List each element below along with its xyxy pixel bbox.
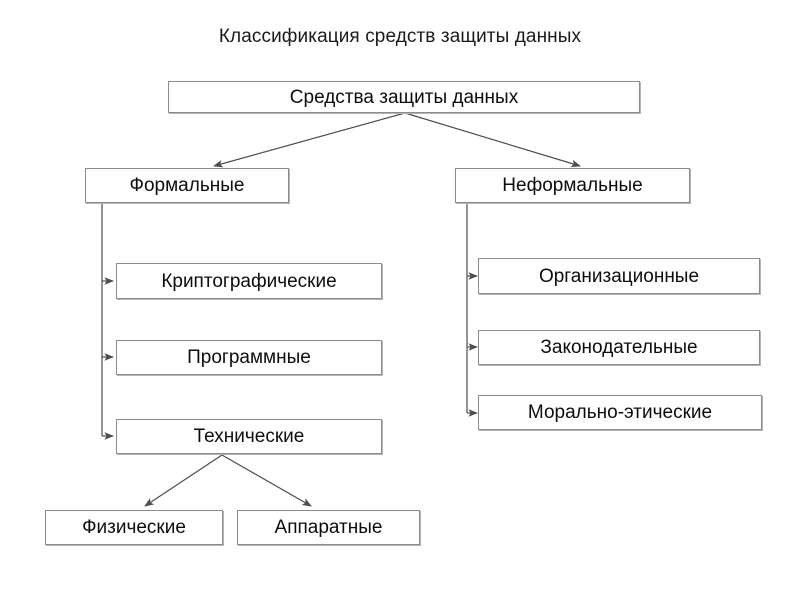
link-technical-to-physical xyxy=(144,454,223,507)
node-formal-label: Формальные xyxy=(129,175,245,196)
node-moral-ethical-label: Морально-этические xyxy=(527,402,713,423)
node-software[interactable]: Программные xyxy=(116,340,382,375)
link-root-to-formal xyxy=(213,112,406,168)
node-software-label: Программные xyxy=(187,347,311,368)
link-root-to-informal xyxy=(404,112,581,168)
node-organizational[interactable]: Организационные xyxy=(478,258,760,294)
node-technical[interactable]: Технические xyxy=(116,419,382,454)
node-technical-label: Технические xyxy=(193,426,305,447)
node-cryptographic-label: Криптографические xyxy=(161,270,337,292)
node-legislative-label: Законодательные xyxy=(540,337,698,358)
node-hardware-label: Аппаратные xyxy=(274,517,383,538)
node-cryptographic[interactable]: Криптографические xyxy=(116,263,382,299)
node-organizational-label: Организационные xyxy=(538,265,700,287)
node-informal[interactable]: Неформальные xyxy=(455,168,690,203)
node-legislative[interactable]: Законодательные xyxy=(478,330,760,365)
node-physical[interactable]: Физические xyxy=(45,510,223,545)
link-technical-to-hardware xyxy=(221,454,312,507)
node-root[interactable]: Средства защиты данных xyxy=(168,81,640,113)
page-title: Классификация средств защиты данных xyxy=(218,26,582,47)
node-informal-label: Неформальные xyxy=(502,175,643,196)
node-hardware[interactable]: Аппаратные xyxy=(237,510,420,545)
node-physical-label: Физические xyxy=(82,517,186,538)
node-moral-ethical[interactable]: Морально-этические xyxy=(478,395,762,430)
node-root-label: Средства защиты данных xyxy=(289,86,519,108)
node-formal[interactable]: Формальные xyxy=(85,168,289,203)
